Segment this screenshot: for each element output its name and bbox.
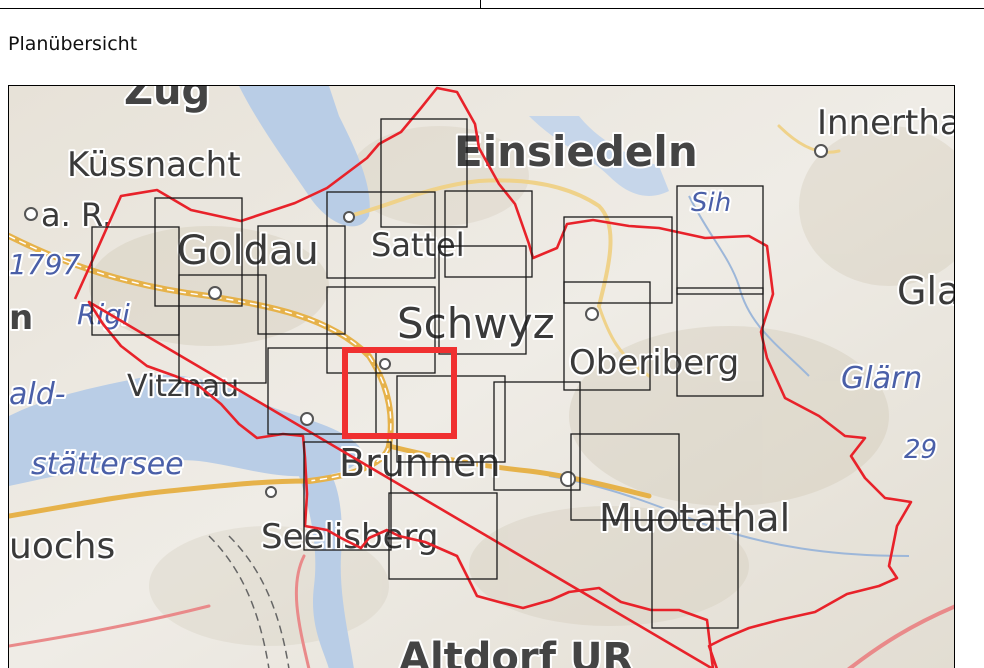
label-muotathal: Muotathal: [599, 496, 790, 540]
label-innertha: Innertha: [817, 103, 955, 143]
label-altdorf: Altdorf UR: [399, 635, 633, 668]
label-sattel: Sattel: [371, 226, 465, 264]
canton-boundary: [73, 86, 913, 668]
label-ar: a. R.: [41, 196, 112, 234]
label-glaern: Glärn: [841, 361, 922, 396]
map-canvas: Zug Küssnacht a. R. Goldau Sattel Einsie…: [9, 86, 955, 668]
page-title: Planübersicht: [8, 33, 138, 55]
map-sheet-tiles: [91, 118, 764, 629]
label-staettersee: stättersee: [31, 447, 184, 482]
label-brunnen: Brunnen: [339, 441, 500, 485]
label-zug: Zug: [124, 86, 210, 114]
label-schwyz: Schwyz: [397, 299, 555, 348]
label-sih: Sih: [691, 188, 731, 218]
river-sihl: [688, 195, 810, 377]
lake-zug: [239, 86, 370, 227]
tunnel-line: [208, 535, 270, 668]
place-labels: Zug Küssnacht a. R. Goldau Sattel Einsie…: [9, 86, 955, 668]
label-goldau: Goldau: [177, 228, 319, 274]
label-n: n: [9, 298, 33, 338]
label-rigi: Rigi: [77, 298, 130, 331]
lake-lucerne: [9, 375, 361, 486]
label-kuessnacht: Küssnacht: [67, 145, 241, 185]
road-network: [9, 124, 954, 668]
label-29: 29: [904, 435, 937, 465]
label-einsiedeln: Einsiedeln: [454, 127, 698, 176]
label-seelisberg: Seelisberg: [261, 517, 439, 557]
label-vitznau: Vitznau: [127, 369, 239, 404]
label-1797: 1797: [9, 248, 80, 281]
river-muota: [548, 475, 910, 557]
label-ald: ald-: [9, 377, 66, 412]
label-oberiberg: Oberiberg: [569, 343, 739, 383]
top-table-divider: [480, 0, 481, 8]
tunnel-line-2: [228, 535, 290, 668]
selected-sheet-highlight[interactable]: [342, 347, 457, 439]
top-table-border: [0, 0, 984, 9]
label-uochs: uochs: [9, 526, 115, 567]
overview-map[interactable]: Zug Küssnacht a. R. Goldau Sattel Einsie…: [8, 85, 955, 668]
lake-sihlsee: [529, 116, 669, 196]
label-gla: Gla: [897, 269, 955, 313]
lake-uri: [299, 471, 354, 668]
